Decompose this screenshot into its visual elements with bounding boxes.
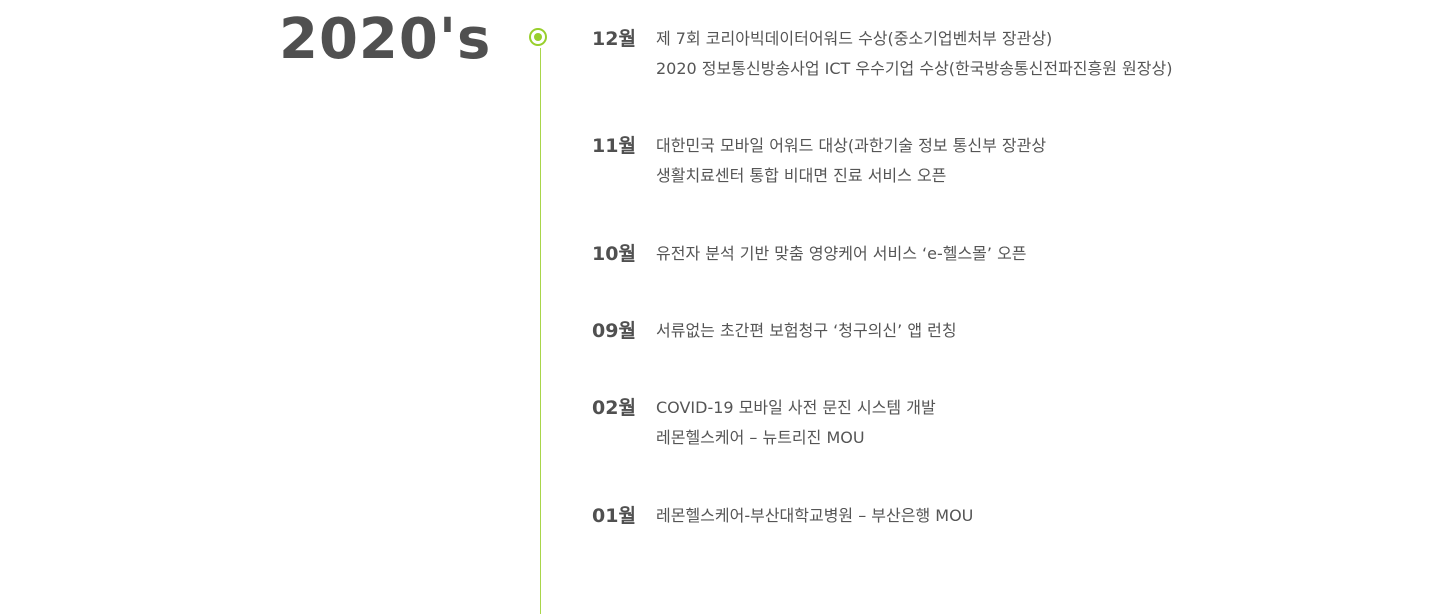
- event-items: 대한민국 모바일 어워드 대상(과한기술 정보 통신부 장관상 생활치료센터 통…: [656, 131, 1046, 191]
- event-month: 02월: [592, 397, 636, 419]
- event-month: 09월: [592, 320, 636, 342]
- event-item: 생활치료센터 통합 비대면 진료 서비스 오픈: [656, 166, 947, 185]
- event-items: 유전자 분석 기반 맞춤 영양케어 서비스 ‘e-헬스몰’ 오픈: [656, 239, 1027, 269]
- timeline-line: [540, 48, 541, 614]
- event-month: 11월: [592, 135, 636, 157]
- event-month: 12월: [592, 28, 636, 50]
- event-items: 제 7회 코리아빅데이터어워드 수상(중소기업벤처부 장관상) 2020 정보통…: [656, 24, 1172, 84]
- event-item: 대한민국 모바일 어워드 대상(과한기술 정보 통신부 장관상: [656, 136, 1047, 155]
- event-items: COVID-19 모바일 사전 문진 시스템 개발 레몬헬스케어 – 뉴트리진 …: [656, 393, 936, 453]
- timeline-dot-icon: [529, 28, 547, 46]
- decade-title: 2020's: [279, 7, 492, 72]
- event-item: 레몬헬스케어 – 뉴트리진 MOU: [656, 428, 865, 447]
- event-item: 서류없는 초간편 보험청구 ‘청구의신’ 앱 런칭: [656, 321, 957, 340]
- event-items: 서류없는 초간편 보험청구 ‘청구의신’ 앱 런칭: [656, 316, 957, 346]
- event-month: 10월: [592, 243, 636, 265]
- event-item: 2020 정보통신방송사업 ICT 우수기업 수상(한국방송통신전파진흥원 원장…: [656, 59, 1173, 78]
- event-item: 레몬헬스케어-부산대학교병원 – 부산은행 MOU: [656, 506, 974, 525]
- event-item: 제 7회 코리아빅데이터어워드 수상(중소기업벤처부 장관상): [656, 29, 1053, 48]
- event-item: 유전자 분석 기반 맞춤 영양케어 서비스 ‘e-헬스몰’ 오픈: [656, 244, 1027, 263]
- event-item: COVID-19 모바일 사전 문진 시스템 개발: [656, 398, 936, 417]
- event-month: 01월: [592, 505, 636, 527]
- event-items: 레몬헬스케어-부산대학교병원 – 부산은행 MOU: [656, 501, 973, 531]
